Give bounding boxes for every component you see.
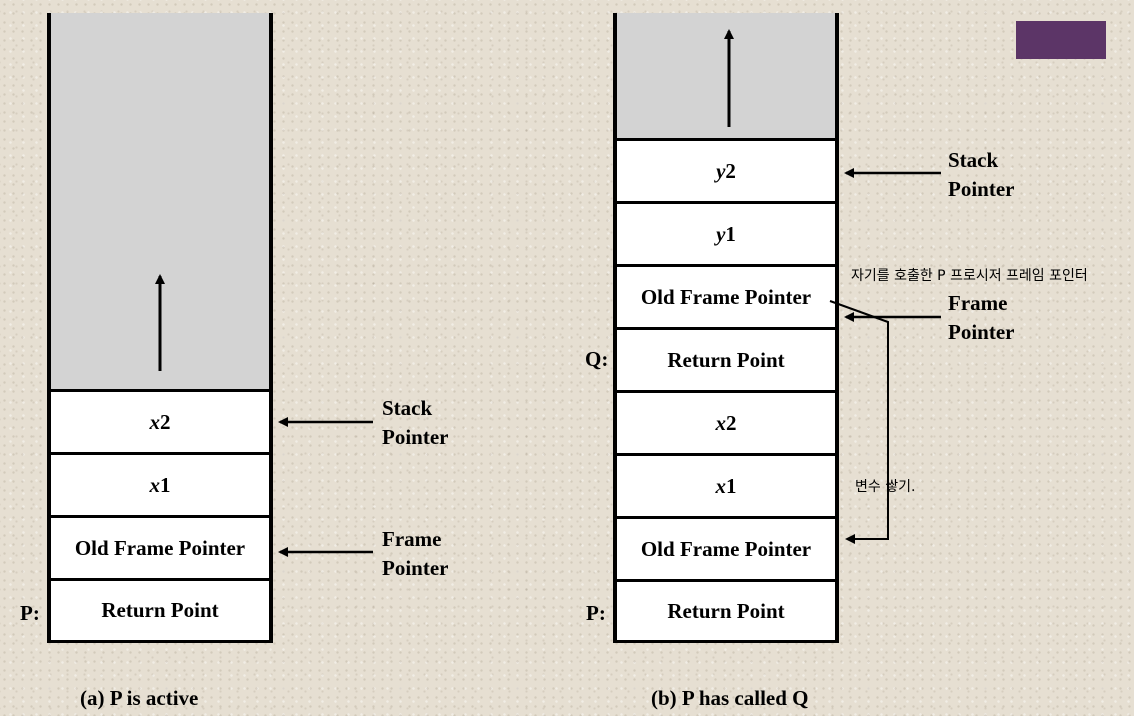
- cell-index: 2: [160, 409, 171, 434]
- annotation-calling-frame-pointer: 자기를 호출한 P 프로시저 프레임 포인터: [851, 268, 1088, 284]
- cell-index: 1: [725, 221, 736, 246]
- label-line: Frame: [948, 291, 1008, 315]
- annotation-variable-stacking: 변수 쌓기.: [855, 479, 916, 495]
- stack-b-cell-return-point-q: Return Point: [617, 327, 835, 390]
- label-line: Stack: [948, 148, 999, 172]
- label-line: Frame: [382, 527, 442, 551]
- old-frame-pointer-link-arrow-icon: [829, 300, 889, 544]
- stack-b-stack-pointer-label: Stack Pointer: [948, 146, 1014, 204]
- cell-var: y: [716, 158, 726, 183]
- cell-index: 2: [725, 158, 736, 183]
- label-line: Stack: [382, 396, 433, 420]
- stack-b-cell-return-point-p: Return Point: [617, 579, 835, 643]
- cell-var: x: [715, 410, 727, 435]
- cell-text: Old Frame Pointer: [640, 284, 812, 309]
- cell-var: y: [716, 221, 726, 246]
- stack-a-frame-pointer-label: Frame Pointer: [382, 525, 448, 583]
- stack-b-frame-pointer-label: Frame Pointer: [948, 289, 1014, 347]
- label-line: Pointer: [948, 320, 1015, 344]
- stack-a-stack-pointer-label: Stack Pointer: [382, 394, 448, 452]
- stack-b-cell-old-frame-pointer-p: Old Frame Pointer: [617, 516, 835, 579]
- cell-text: Old Frame Pointer: [640, 536, 812, 561]
- stack-a-p-label: P:: [20, 601, 40, 625]
- stack-a-cell-return-point: Return Point: [51, 578, 269, 643]
- caption-b: (b) P has called Q: [651, 686, 809, 710]
- caption-a: (a) P is active: [80, 686, 199, 710]
- label-line: Pointer: [948, 177, 1015, 201]
- cell-var: x: [149, 472, 161, 497]
- cell-text: Return Point: [667, 598, 785, 623]
- accent-rectangle: [1016, 21, 1106, 59]
- stack-b-p-label: P:: [586, 601, 606, 625]
- stack-a-cell-old-frame-pointer: Old Frame Pointer: [51, 515, 269, 578]
- cell-text: Return Point: [667, 347, 785, 372]
- cell-text: Old Frame Pointer: [74, 535, 246, 560]
- label-line: Pointer: [382, 425, 449, 449]
- cell-var: x: [715, 473, 727, 498]
- cell-index: 2: [726, 410, 737, 435]
- cell-index: 1: [160, 472, 171, 497]
- cell-var: x: [149, 409, 161, 434]
- cell-text: Return Point: [101, 598, 219, 622]
- cell-index: 1: [726, 473, 737, 498]
- stack-b-cell-old-frame-pointer-q: Old Frame Pointer: [617, 264, 835, 327]
- stack-b-q-label: Q:: [585, 347, 609, 371]
- label-line: Pointer: [382, 556, 449, 580]
